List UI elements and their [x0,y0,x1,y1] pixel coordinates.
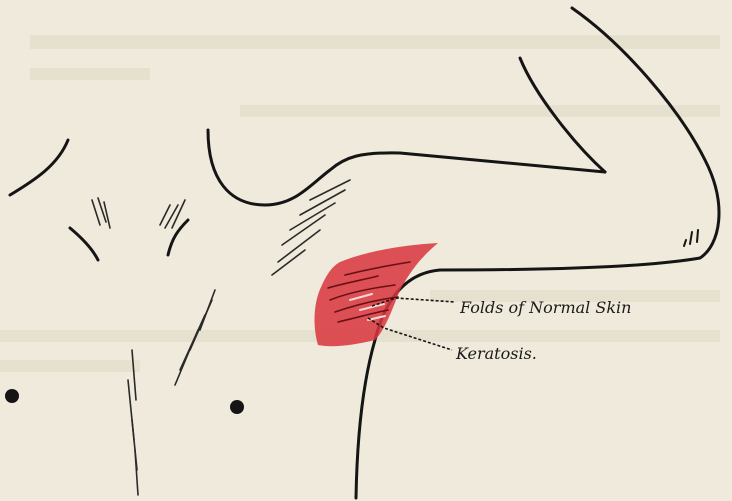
left-nipple [5,389,19,403]
right-nipple [230,400,244,414]
keratosis-label: Keratosis. [456,344,537,363]
left-shoulder-line [10,140,68,195]
body-outline [10,8,719,498]
arm-crease-c [697,230,698,242]
neck-curve [208,130,605,205]
collarbone-right [168,220,188,255]
folds-of-normal-skin-label: Folds of Normal Skin [460,298,631,317]
collarbone-left [70,228,98,260]
arm-crease-b [690,232,692,244]
arm-crease-a [684,240,686,246]
